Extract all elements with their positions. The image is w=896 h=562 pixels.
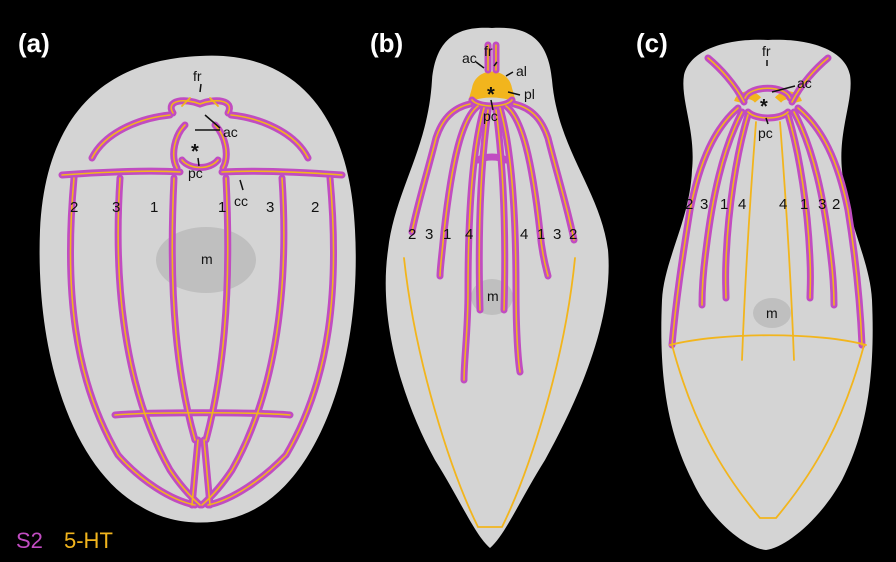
panel-c-nerve-number: 1	[800, 196, 808, 213]
panel-a-nerve-number: 3	[112, 199, 120, 216]
legend-5ht-label: 5-HT	[64, 528, 113, 553]
panel-a-nerve-number: 3	[266, 199, 274, 216]
panel-b-nerve-number: 4	[520, 226, 528, 243]
panel-b-nerve-number: 1	[537, 226, 545, 243]
panel-b-label: (b)	[370, 28, 403, 58]
panel-c-nerve-number: 4	[738, 196, 746, 213]
panel-c-ac-label: ac	[797, 75, 812, 91]
panel-b-al-label: al	[516, 63, 527, 79]
panel-c: (c)	[636, 28, 873, 550]
panel-c-nerve-number: 3	[700, 196, 708, 213]
panel-c-aboral-organ-marker: *	[760, 96, 768, 118]
panel-a-label: (a)	[18, 28, 50, 58]
panel-a-nerve-number: 2	[70, 199, 78, 216]
panel-b-m-label: m	[487, 288, 499, 304]
legend-s2-label: S2	[16, 528, 43, 553]
panel-c-nerve-number: 3	[818, 196, 826, 213]
panel-b-pc-label: pc	[483, 108, 498, 124]
panel-b-nerve-number: 3	[553, 226, 561, 243]
panel-b-pl-label: pl	[524, 86, 535, 102]
panel-b-nerve-number: 3	[425, 226, 433, 243]
panel-b-nerve-number: 1	[443, 226, 451, 243]
panel-a-fr-label: fr	[193, 68, 202, 84]
panel-c-fr-label: fr	[762, 43, 771, 59]
panel-a-nerve-number: 1	[218, 199, 226, 216]
panel-a: (a)	[18, 28, 356, 523]
panel-b-nerve-number: 2	[569, 226, 577, 243]
panel-a-pc-label: pc	[188, 165, 203, 181]
panel-b-ac-label: ac	[462, 50, 477, 66]
panel-a-ac-label: ac	[223, 124, 238, 140]
panel-a-fr-pointer	[200, 84, 201, 92]
legend: S2 5-HT	[16, 528, 113, 553]
panel-b-fr-label: fr	[484, 43, 493, 59]
panel-c-pc-label: pc	[758, 125, 773, 141]
panel-c-nerve-number: 2	[832, 196, 840, 213]
panel-a-aboral-organ-marker: *	[191, 141, 199, 163]
panel-a-nerve-number: 2	[311, 199, 319, 216]
panel-b-nerve-number: 4	[465, 226, 473, 243]
panel-b: (b)	[370, 28, 609, 548]
panel-c-label: (c)	[636, 28, 668, 58]
panel-c-m-label: m	[766, 305, 778, 321]
panel-a-cc-label: cc	[234, 193, 248, 209]
panel-b-aboral-organ-marker: *	[487, 84, 495, 106]
panel-c-nerve-number: 4	[779, 196, 787, 213]
panel-a-m-label: m	[201, 251, 213, 267]
panel-c-nerve-number: 1	[720, 196, 728, 213]
panel-a-nerve-number: 1	[150, 199, 158, 216]
panel-b-nerve-number: 2	[408, 226, 416, 243]
panel-c-nerve-number: 2	[685, 196, 693, 213]
